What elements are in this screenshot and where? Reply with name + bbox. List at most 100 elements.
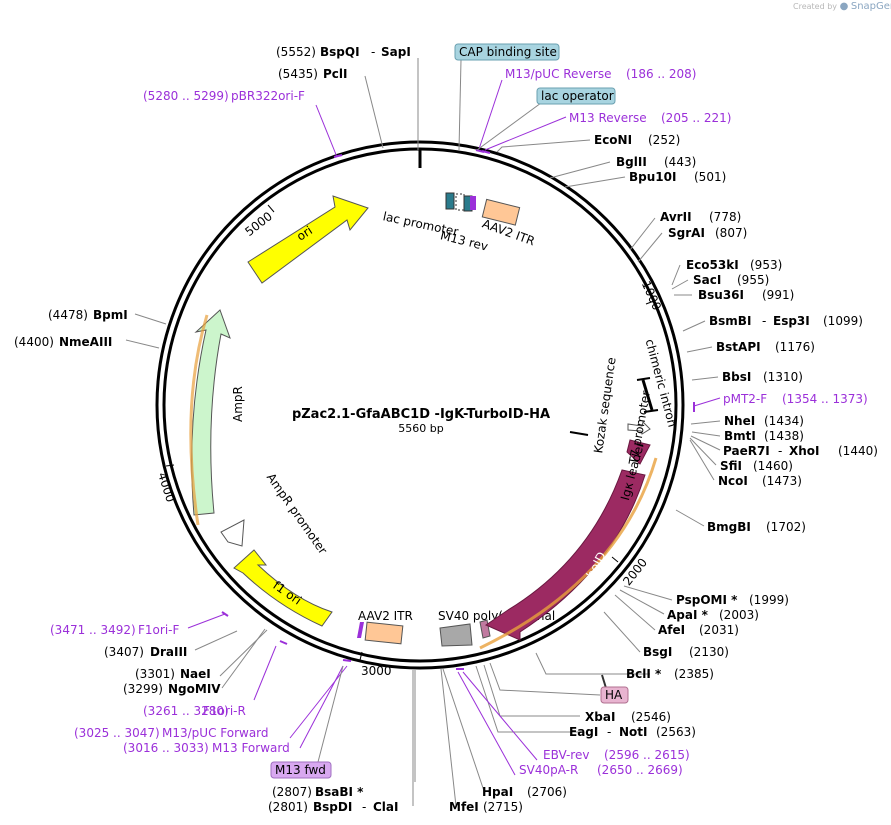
site-eco53ki: Eco53kI (953)	[686, 258, 782, 272]
svg-text:(1310): (1310)	[763, 370, 803, 384]
plasmid-length: 5560 bp	[398, 422, 443, 435]
svg-text:(3471 .. 3492): (3471 .. 3492)	[50, 623, 136, 637]
svg-text:F1ori-R: F1ori-R	[203, 704, 246, 718]
svg-text:Eco53kI: Eco53kI	[686, 258, 739, 272]
tick-3000: 3000	[359, 651, 392, 678]
svg-text:(4478): (4478)	[48, 308, 88, 322]
svg-text:(252): (252)	[648, 133, 680, 147]
primer-sv40pa-r: SV40pA-R (2650 .. 2669)	[519, 763, 683, 777]
svg-text:BmtI: BmtI	[724, 429, 756, 443]
boxed-labels: CAP binding site lac operator HA M13 fwd	[270, 43, 629, 779]
f1-ori-feature: f1 ori	[233, 549, 333, 627]
site-bsmbi-esp3i: BsmBI - Esp3I (1099)	[709, 314, 863, 328]
primer-pmt2-f: pMT2-F (1354 .. 1373)	[723, 392, 868, 406]
primer-m13-puc-forward: (3025 .. 3047) M13/pUC Forward	[74, 726, 269, 740]
credit-brand: SnapGene	[850, 1, 891, 12]
site-bbsi: BbsI (1310)	[722, 370, 803, 384]
svg-text:BstAPI: BstAPI	[716, 340, 761, 354]
svg-text:(3025 .. 3047): (3025 .. 3047)	[74, 726, 160, 740]
kozak-feature: Kozak sequence	[569, 356, 619, 454]
site-bcli: BclI * (2385)	[626, 667, 714, 681]
site-leader-lines	[125, 58, 721, 807]
svg-text:(1473): (1473)	[762, 474, 802, 488]
svg-text:SapI: SapI	[381, 45, 411, 59]
site-bpmi: (4478) BpmI	[48, 308, 128, 322]
plasmid-name: pZac2.1-GfaABC1D -IgK-TurboID-HA	[292, 407, 550, 422]
site-pspomi: PspOMI * (1999)	[676, 593, 789, 607]
site-bstapi: BstAPI (1176)	[716, 340, 815, 354]
site-hpai: HpaI (2706)	[482, 785, 567, 799]
site-saci: SacI (955)	[693, 273, 769, 287]
svg-text:-: -	[607, 725, 611, 739]
svg-text:M13 Reverse: M13 Reverse	[569, 111, 647, 125]
svg-text:-: -	[778, 444, 782, 458]
svg-text:(2546): (2546)	[631, 710, 671, 724]
site-draiii: (3407) DraIII	[104, 645, 187, 659]
svg-text:(2715): (2715)	[483, 800, 523, 814]
svg-text:XhoI: XhoI	[789, 444, 820, 458]
svg-text:(1176): (1176)	[775, 340, 815, 354]
ampr-promoter-label: AmpR promoter	[264, 471, 330, 557]
primer-pbr322ori-f: (5280 .. 5299) pBR322ori-F	[143, 89, 305, 103]
svg-text:(5435): (5435)	[278, 67, 318, 81]
tick-label-5000: 5000	[242, 209, 275, 239]
primer-f1ori-f: (3471 .. 3492) F1ori-F	[50, 623, 179, 637]
svg-text:EagI: EagI	[569, 725, 598, 739]
site-nmeaiii: (4400) NmeAIII	[14, 335, 112, 349]
svg-text:(1434): (1434)	[764, 414, 804, 428]
svg-text:(778): (778)	[709, 210, 741, 224]
site-bsabi: (2807) BsaBI *	[272, 785, 364, 799]
svg-text:(443): (443)	[664, 155, 696, 169]
site-bspqi-sapi: (5552) BspQI - SapI	[276, 45, 411, 59]
svg-text:(2801): (2801)	[268, 800, 308, 814]
svg-text:M13/pUC Forward: M13/pUC Forward	[162, 726, 269, 740]
site-nhei: NheI (1434)	[724, 414, 804, 428]
svg-text:(2596 .. 2615): (2596 .. 2615)	[604, 748, 690, 762]
svg-text:M13 fwd: M13 fwd	[275, 763, 326, 777]
svg-text:pMT2-F: pMT2-F	[723, 392, 767, 406]
svg-text:Bsu36I: Bsu36I	[698, 288, 744, 302]
svg-text:(1438): (1438)	[764, 429, 804, 443]
site-bmti: BmtI (1438)	[724, 429, 804, 443]
kozak-label: Kozak sequence	[591, 356, 618, 454]
svg-text:(4400): (4400)	[14, 335, 54, 349]
svg-text:-: -	[371, 45, 375, 59]
svg-text:BbsI: BbsI	[722, 370, 751, 384]
svg-text:BspQI: BspQI	[320, 45, 360, 59]
snapgene-brand-icon: ●	[839, 1, 849, 12]
svg-text:ApaI *: ApaI *	[667, 608, 709, 622]
svg-text:NmeAIII: NmeAIII	[59, 335, 112, 349]
site-sfii: SfiI (1460)	[720, 459, 793, 473]
svg-text:SfiI: SfiI	[720, 459, 742, 473]
site-afei: AfeI (2031)	[658, 623, 739, 637]
svg-text:BmgBI: BmgBI	[707, 520, 751, 534]
svg-text:(2706): (2706)	[527, 785, 567, 799]
svg-text:(501): (501)	[694, 170, 726, 184]
svg-text:(1354 .. 1373): (1354 .. 1373)	[782, 392, 868, 406]
svg-text:(807): (807)	[715, 226, 747, 240]
svg-text:PspOMI *: PspOMI *	[676, 593, 738, 607]
site-bpu10i: Bpu10I (501)	[629, 170, 726, 184]
site-mfei: MfeI (2715)	[449, 800, 523, 814]
primer-ticks	[221, 149, 695, 670]
site-avrii: AvrII (778)	[660, 210, 741, 224]
svg-text:(3299): (3299)	[123, 682, 163, 696]
svg-text:(991): (991)	[762, 288, 794, 302]
svg-text:HpaI: HpaI	[482, 785, 513, 799]
site-paer7i-xhoi: PaeR7I - XhoI (1440)	[723, 444, 878, 458]
svg-text:XbaI: XbaI	[585, 710, 615, 724]
tick-label-3000: 3000	[361, 664, 392, 678]
site-bspdi-clai: (2801) BspDI - ClaI	[268, 800, 398, 814]
svg-text:(3016 .. 3033): (3016 .. 3033)	[123, 741, 209, 755]
svg-text:NotI: NotI	[619, 725, 648, 739]
svg-text:(2563): (2563)	[656, 725, 696, 739]
ampr-feature: AmpR	[189, 309, 245, 526]
svg-text:pBR322ori-F: pBR322ori-F	[231, 89, 305, 103]
ori-feature: ori	[247, 195, 369, 284]
svg-text:PaeR7I: PaeR7I	[723, 444, 770, 458]
svg-text:(2385): (2385)	[674, 667, 714, 681]
ampr-promoter-feature: AmpR promoter	[220, 471, 330, 557]
site-labels: (5552) BspQI - SapI (5435) PclI EcoNI (2…	[14, 45, 878, 814]
svg-text:NgoMIV: NgoMIV	[168, 682, 221, 696]
